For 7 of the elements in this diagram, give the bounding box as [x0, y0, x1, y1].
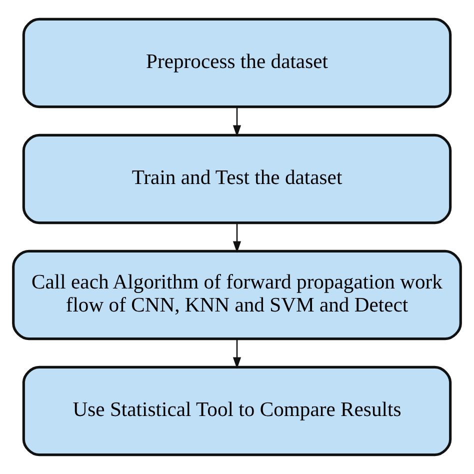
arrow	[232, 338, 242, 369]
node-box: Call each Algorithm of forward propagation work flow of CNN, KNN and SVM and Detect	[12, 250, 462, 340]
arrow	[232, 222, 242, 253]
arrow	[232, 106, 242, 137]
node-box: Train and Test the dataset	[22, 134, 452, 224]
node-box: Use Statistical Tool to Compare Results	[22, 366, 452, 456]
node-box: Preprocess the dataset	[22, 18, 452, 108]
